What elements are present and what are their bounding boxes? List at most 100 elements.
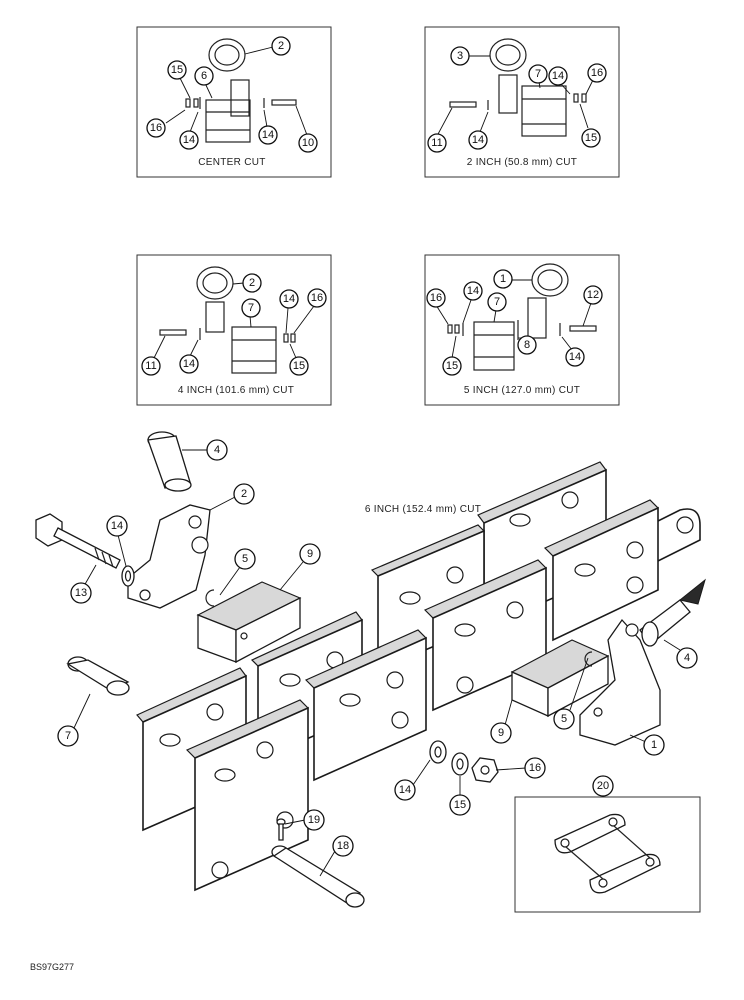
bracket-block	[196, 581, 302, 664]
washer	[429, 740, 447, 764]
callout-16: 16	[587, 63, 607, 83]
svg-text:7: 7	[494, 296, 500, 308]
callout-7: 7	[528, 64, 548, 84]
bolt	[35, 513, 121, 569]
panel-caption: 5 INCH (127.0 mm) CUT	[464, 385, 580, 396]
callout-15: 15	[167, 60, 187, 80]
main-caption: 6 INCH (152.4 mm) CUT	[365, 504, 481, 515]
callout-8: 8	[517, 335, 537, 355]
cutter-tooth	[147, 431, 192, 492]
svg-text:4: 4	[684, 652, 690, 664]
callout-11: 11	[141, 356, 161, 376]
svg-text:14: 14	[262, 129, 274, 141]
svg-text:7: 7	[535, 68, 541, 80]
main-assembly: 6 INCH (152.4 mm) CUT	[35, 431, 706, 908]
svg-text:16: 16	[311, 292, 323, 304]
cotter-pin	[276, 818, 286, 841]
svg-text:6: 6	[201, 70, 207, 82]
panel-center-cut: 2 15 6 16 14 14 10 CENTER CUT	[136, 26, 332, 178]
svg-text:10: 10	[302, 137, 314, 149]
svg-text:16: 16	[529, 762, 541, 774]
panel-caption: 2 INCH (50.8 mm) CUT	[467, 157, 577, 168]
svg-text:2: 2	[278, 40, 284, 52]
svg-text:7: 7	[65, 730, 71, 742]
svg-text:8: 8	[524, 339, 530, 351]
svg-text:14: 14	[467, 285, 479, 297]
bushing	[66, 656, 130, 696]
callout-16: 16	[524, 757, 546, 779]
callout-7: 7	[241, 298, 261, 318]
callout-14: 14	[279, 289, 299, 309]
callout-13: 13	[70, 582, 92, 604]
callout-4: 4	[676, 647, 698, 669]
svg-text:16: 16	[150, 122, 162, 134]
callout-16: 16	[426, 288, 446, 308]
callout-2: 2	[242, 273, 262, 293]
callout-3: 3	[450, 46, 470, 66]
svg-text:19: 19	[308, 814, 320, 826]
callout-9: 9	[490, 722, 512, 744]
svg-text:15: 15	[446, 360, 458, 372]
svg-text:14: 14	[399, 784, 411, 796]
svg-text:4: 4	[214, 444, 220, 456]
svg-text:7: 7	[248, 302, 254, 314]
panel-5-inch-cut: 1 16 14 7 12 15 8 14 5 INCH (127.0 mm) C…	[424, 254, 620, 406]
panel-caption: 4 INCH (101.6 mm) CUT	[178, 385, 294, 396]
svg-text:15: 15	[293, 360, 305, 372]
callout-2: 2	[271, 36, 291, 56]
tooth-bracket	[579, 618, 661, 746]
drawing-code: BS97G277	[30, 962, 74, 972]
svg-text:14: 14	[183, 358, 195, 370]
svg-text:5: 5	[561, 713, 567, 725]
svg-text:3: 3	[457, 50, 463, 62]
callout-9: 9	[299, 543, 321, 565]
callout-5: 5	[553, 708, 575, 730]
callout-14: 14	[463, 281, 483, 301]
callout-10: 10	[298, 133, 318, 153]
castle-nut	[471, 757, 499, 783]
callout-20: 20	[592, 775, 614, 797]
panel-caption: CENTER CUT	[198, 157, 265, 168]
callout-15: 15	[442, 356, 462, 376]
svg-text:15: 15	[454, 799, 466, 811]
callout-18: 18	[332, 835, 354, 857]
callout-14: 14	[106, 515, 128, 537]
washer	[121, 565, 135, 587]
svg-text:16: 16	[430, 292, 442, 304]
callout-6: 6	[194, 66, 214, 86]
svg-text:11: 11	[431, 137, 442, 149]
svg-text:11: 11	[145, 360, 156, 372]
svg-text:5: 5	[242, 553, 248, 565]
washer	[451, 752, 469, 776]
callout-14: 14	[179, 130, 199, 150]
spring-clip	[584, 651, 593, 667]
tooth-bracket	[127, 504, 211, 609]
callout-15: 15	[289, 356, 309, 376]
svg-text:2: 2	[249, 277, 255, 289]
svg-text:14: 14	[552, 70, 564, 82]
svg-text:15: 15	[171, 64, 183, 76]
svg-text:12: 12	[587, 289, 599, 301]
svg-text:13: 13	[75, 587, 87, 599]
callout-7: 7	[487, 292, 507, 312]
callout-16: 16	[146, 118, 166, 138]
callout-5: 5	[234, 548, 256, 570]
callout-14: 14	[258, 125, 278, 145]
callout-7: 7	[57, 725, 79, 747]
callout-12: 12	[583, 285, 603, 305]
svg-text:14: 14	[183, 134, 195, 146]
callout-2: 2	[233, 483, 255, 505]
svg-text:9: 9	[498, 727, 504, 739]
link-pin	[271, 845, 365, 908]
svg-text:2: 2	[241, 488, 247, 500]
chain-plate	[185, 699, 310, 892]
chain-plate	[543, 499, 660, 642]
callout-11: 11	[427, 133, 447, 153]
inset-master-link: 20	[514, 775, 701, 913]
cutter-tooth	[639, 578, 706, 647]
callout-15: 15	[449, 794, 471, 816]
svg-text:14: 14	[569, 351, 581, 363]
svg-text:14: 14	[111, 520, 123, 532]
svg-text:18: 18	[337, 840, 349, 852]
